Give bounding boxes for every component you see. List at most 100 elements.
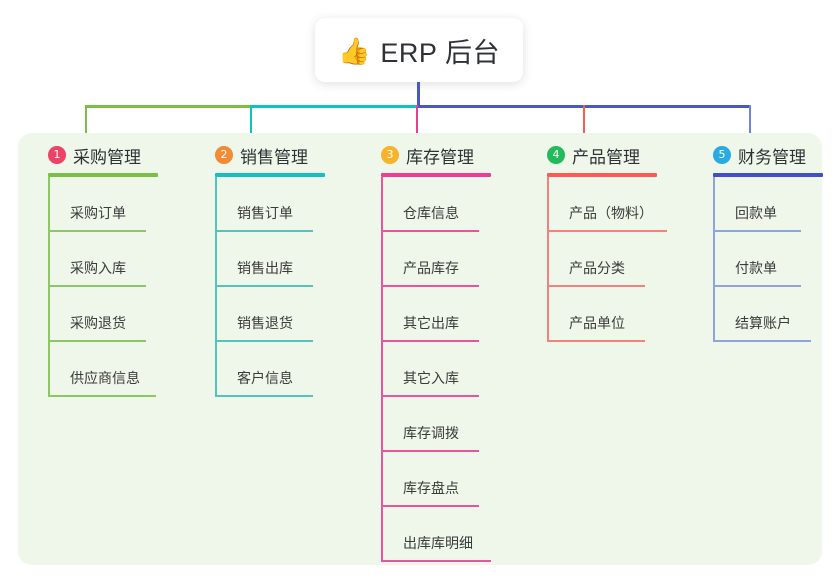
connector-drop-3 [416, 105, 418, 143]
column-title: 销售管理 [240, 147, 308, 167]
list-item-label: 销售出库 [237, 260, 293, 276]
column-branch: 采购订单 采购入库 采购退货 供应商信息 [48, 177, 158, 397]
connector-drop-4 [583, 105, 585, 143]
column-purchasing: 1 采购管理 采购订单 采购入库 采购退货 供应商信息 [28, 143, 158, 397]
list-item-label: 产品分类 [569, 260, 625, 276]
list-item[interactable]: 销售出库 [215, 232, 325, 287]
column-badge: 3 [381, 146, 399, 164]
connector-drop-5 [749, 105, 751, 143]
list-item-label: 仓库信息 [403, 205, 459, 221]
column-title: 采购管理 [73, 147, 141, 167]
list-item[interactable]: 仓库信息 [381, 177, 491, 232]
list-item-label: 其它出库 [403, 315, 459, 331]
column-badge: 2 [215, 146, 233, 164]
list-item-rule [215, 395, 313, 397]
list-item-label: 采购入库 [70, 260, 126, 276]
column-finance: 5 财务管理 回款单 付款单 结算账户 [693, 143, 823, 342]
list-item-rule [713, 285, 801, 287]
content-panel [18, 133, 822, 565]
list-item[interactable]: 销售退货 [215, 287, 325, 342]
list-item-label: 其它入库 [403, 370, 459, 386]
list-item[interactable]: 其它出库 [381, 287, 491, 342]
column-inventory: 3 库存管理 仓库信息 产品库存 其它出库 其它入库 库存调拨 [361, 143, 491, 562]
list-item-rule [381, 505, 479, 507]
list-item[interactable]: 出库库明细 [381, 507, 491, 562]
list-item-label: 采购订单 [70, 205, 126, 221]
connector-drop-1 [85, 105, 87, 143]
list-item-rule [48, 395, 156, 397]
column-title: 财务管理 [738, 147, 806, 167]
list-item-rule [48, 230, 146, 232]
root-stem-line [417, 82, 420, 107]
column-sales: 2 销售管理 销售订单 销售出库 销售退货 客户信息 [195, 143, 325, 397]
list-item-label: 采购退货 [70, 315, 126, 331]
branch-spine [713, 177, 715, 342]
column-branch: 销售订单 销售出库 销售退货 客户信息 [215, 177, 325, 397]
list-item-label: 销售订单 [237, 205, 293, 221]
list-item-rule [48, 340, 146, 342]
column-header[interactable]: 3 库存管理 [361, 143, 491, 167]
column-badge: 4 [547, 146, 565, 164]
column-header[interactable]: 5 财务管理 [693, 143, 823, 167]
list-item-rule [713, 230, 801, 232]
column-rule [547, 173, 657, 177]
column-branch: 回款单 付款单 结算账户 [713, 177, 823, 342]
column-badge: 1 [48, 146, 66, 164]
list-item-rule [48, 285, 146, 287]
list-item[interactable]: 付款单 [713, 232, 823, 287]
list-item-label: 产品（物料） [569, 205, 653, 221]
list-item[interactable]: 产品分类 [547, 232, 657, 287]
list-item[interactable]: 产品单位 [547, 287, 657, 342]
list-item[interactable]: 库存调拨 [381, 397, 491, 452]
column-branch: 产品（物料） 产品分类 产品单位 [547, 177, 667, 342]
list-item-rule [713, 340, 811, 342]
branch-spine [381, 177, 383, 562]
column-header[interactable]: 2 销售管理 [195, 143, 325, 167]
connector-drop-2 [250, 105, 252, 143]
list-item-label: 供应商信息 [70, 370, 140, 386]
list-item[interactable]: 结算账户 [713, 287, 823, 342]
list-item-rule [381, 395, 479, 397]
list-item-rule [547, 230, 667, 232]
list-item-rule [547, 285, 645, 287]
list-item[interactable]: 产品（物料） [547, 177, 667, 232]
list-item-rule [381, 560, 491, 562]
list-item-rule [381, 230, 479, 232]
column-branch: 仓库信息 产品库存 其它出库 其它入库 库存调拨 库存盘点 [381, 177, 491, 562]
list-item[interactable]: 采购退货 [48, 287, 158, 342]
list-item-rule [215, 340, 313, 342]
list-item-label: 库存调拨 [403, 425, 459, 441]
list-item[interactable]: 供应商信息 [48, 342, 158, 397]
list-item[interactable]: 销售订单 [215, 177, 325, 232]
list-item[interactable]: 回款单 [713, 177, 823, 232]
thumbs-up-icon: 👍 [338, 36, 371, 66]
list-item-rule [215, 230, 313, 232]
list-item[interactable]: 库存盘点 [381, 452, 491, 507]
root-node[interactable]: 👍 ERP 后台 [315, 18, 523, 82]
column-header[interactable]: 1 采购管理 [28, 143, 158, 167]
list-item[interactable]: 产品库存 [381, 232, 491, 287]
list-item[interactable]: 客户信息 [215, 342, 325, 397]
list-item-rule [381, 450, 479, 452]
list-item-label: 库存盘点 [403, 480, 459, 496]
column-title: 产品管理 [572, 147, 640, 167]
list-item-label: 回款单 [735, 205, 777, 221]
list-item-label: 结算账户 [735, 315, 791, 331]
list-item-label: 付款单 [735, 260, 777, 276]
list-item-rule [547, 340, 645, 342]
column-title: 库存管理 [406, 147, 474, 167]
list-item-label: 出库库明细 [403, 535, 473, 551]
column-rule [48, 173, 158, 177]
branch-spine [215, 177, 217, 397]
list-item[interactable]: 其它入库 [381, 342, 491, 397]
list-item-label: 销售退货 [237, 315, 293, 331]
list-item-rule [381, 285, 479, 287]
root-title: ERP 后台 [380, 37, 500, 68]
column-product: 4 产品管理 产品（物料） 产品分类 产品单位 [527, 143, 667, 342]
connector-segment-1 [85, 105, 250, 108]
list-item[interactable]: 采购入库 [48, 232, 158, 287]
column-rule [713, 173, 823, 177]
column-header[interactable]: 4 产品管理 [527, 143, 657, 167]
list-item[interactable]: 采购订单 [48, 177, 158, 232]
